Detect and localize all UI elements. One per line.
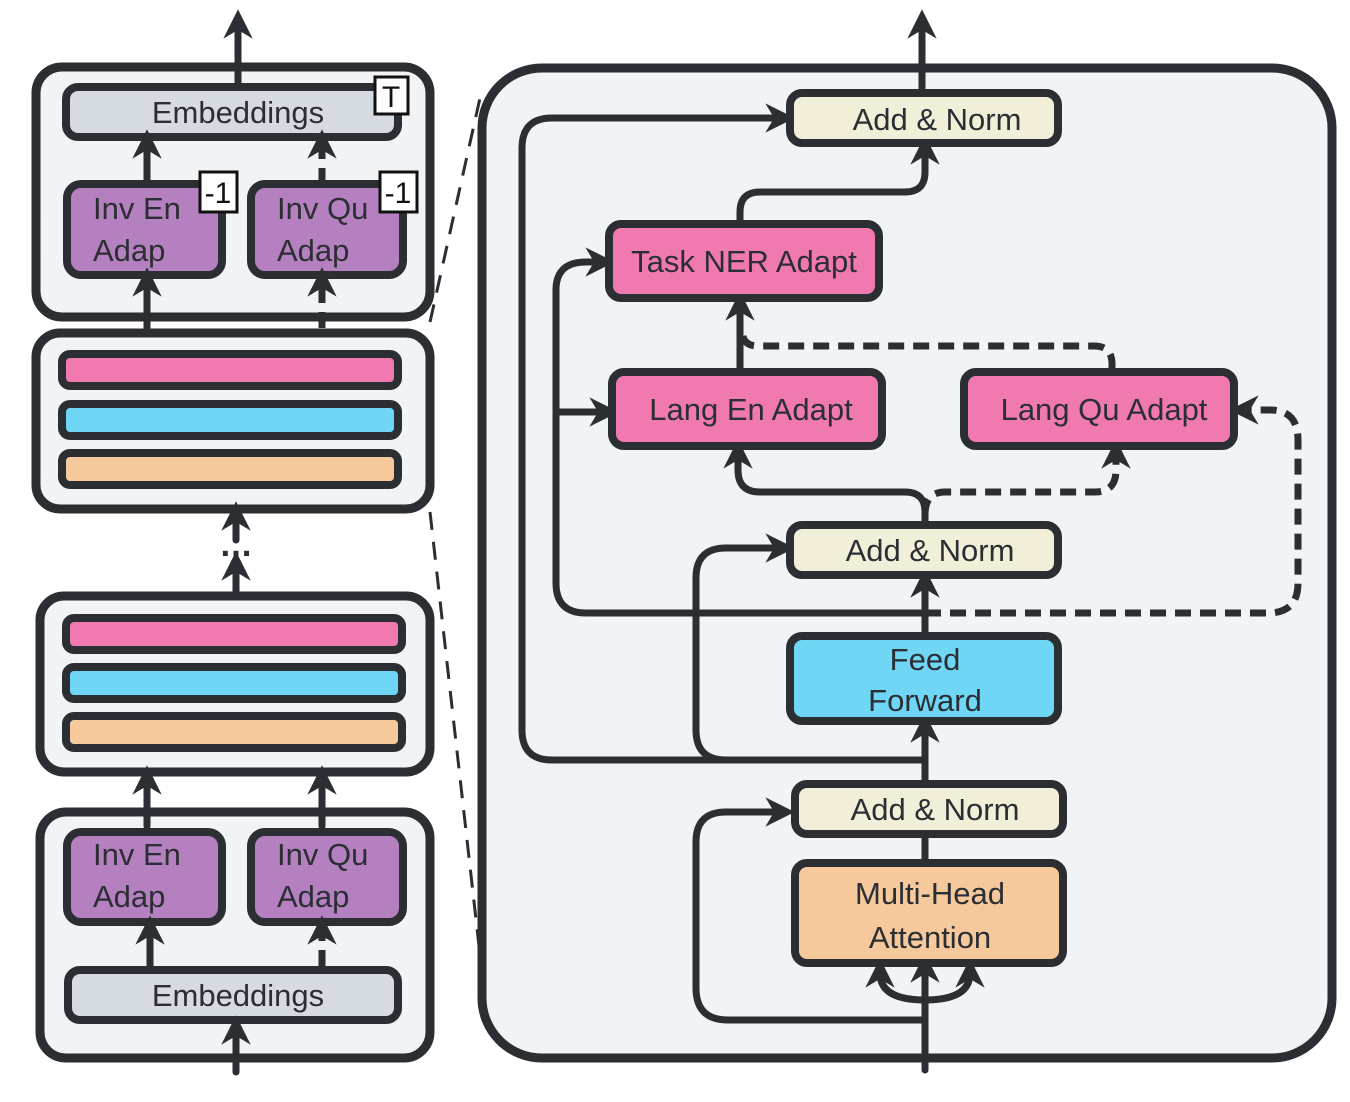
add-norm-bottom-label: Add & Norm <box>851 792 1020 827</box>
attention-side-input-left <box>865 958 929 1004</box>
upper-layer-bar-feedforward <box>58 400 402 440</box>
lang-qu-to-task-adapter-dashed <box>738 329 1116 370</box>
lang-qu-adapter-label: Lang Qu Adapt <box>1001 392 1208 427</box>
embeddings-bottom-label: Embeddings <box>152 978 324 1013</box>
zoom-line-top <box>428 97 482 323</box>
residual-to-lang-qu-dashed <box>925 395 1302 617</box>
detail-connections <box>518 9 1302 1074</box>
inv-qu-adapter-top-label-1: Inv Qu <box>277 191 368 226</box>
residual-to-task-adapter-arrow <box>552 247 929 617</box>
inv-en-adapter-bottom-label-2: Adap <box>93 879 165 914</box>
feed-forward-label-2: Forward <box>868 683 982 718</box>
task-ner-adapter-label: Task NER Adapt <box>631 244 857 279</box>
upper-layer-bar-attention <box>58 449 402 489</box>
add-norm-mid-label: Add & Norm <box>846 533 1015 568</box>
add-norm-mid-box <box>786 521 1062 579</box>
lang-en-adapter-box <box>608 368 886 450</box>
lang-en-adapter-label: Lang En Adapt <box>649 392 853 427</box>
transpose-mark-label: T <box>382 81 400 114</box>
embeddings-top-label: Embeddings <box>152 95 324 130</box>
add-norm-top-box <box>786 89 1062 147</box>
multi-head-attention-label-1: Multi-Head <box>855 876 1005 911</box>
inv-qu-adapter-bottom-label-2: Adap <box>277 879 349 914</box>
inverse-mark-en-label: -1 <box>205 177 232 210</box>
upper-layer-bar-adapter <box>58 350 402 390</box>
multi-head-attention-box <box>791 859 1067 967</box>
add-norm-top-label: Add & Norm <box>853 102 1022 137</box>
zoom-line-bottom <box>428 511 488 1009</box>
task-ner-adapter-box <box>605 220 883 302</box>
feed-forward-box <box>786 632 1062 725</box>
left-stack: Embeddings T Inv En Adap -1 Inv Qu Adap … <box>31 9 435 1076</box>
add-norm-bottom-box <box>791 780 1067 838</box>
inverse-mark-en-box <box>198 170 239 214</box>
feed-forward-label-1: Feed <box>890 642 961 677</box>
attention-side-input-right <box>921 958 985 1004</box>
detail-panel: Add & Norm Task NER Adapt Lang En Adapt … <box>477 9 1337 1074</box>
inv-en-adapter-top-label-2: Adap <box>93 233 165 268</box>
inv-en-adapter-bottom-label-1: Inv En <box>93 837 181 872</box>
lower-layer-bar-feedforward <box>62 663 406 703</box>
residual-outer-arrow <box>518 103 929 764</box>
addnorm-mid-to-lang-qu-dashed <box>921 439 1131 516</box>
task-adapter-to-addnorm-top <box>736 135 940 226</box>
inv-qu-adapter-bottom-label-1: Inv Qu <box>277 837 368 872</box>
inv-qu-adapter-top-label-2: Adap <box>277 233 349 268</box>
inv-en-adapter-top-label-1: Inv En <box>93 191 181 226</box>
transpose-mark-box <box>373 75 410 116</box>
ellipsis-label: ... <box>220 530 252 563</box>
residual-attention-arrow <box>692 797 929 1024</box>
inverse-mark-qu-label: -1 <box>385 177 412 210</box>
lang-qu-adapter-box <box>960 368 1238 450</box>
lower-layer-bar-adapter <box>62 614 406 654</box>
multi-head-attention-label-2: Attention <box>869 920 991 955</box>
inverse-mark-qu-box <box>378 170 419 214</box>
lower-layer-bar-attention <box>62 712 406 752</box>
